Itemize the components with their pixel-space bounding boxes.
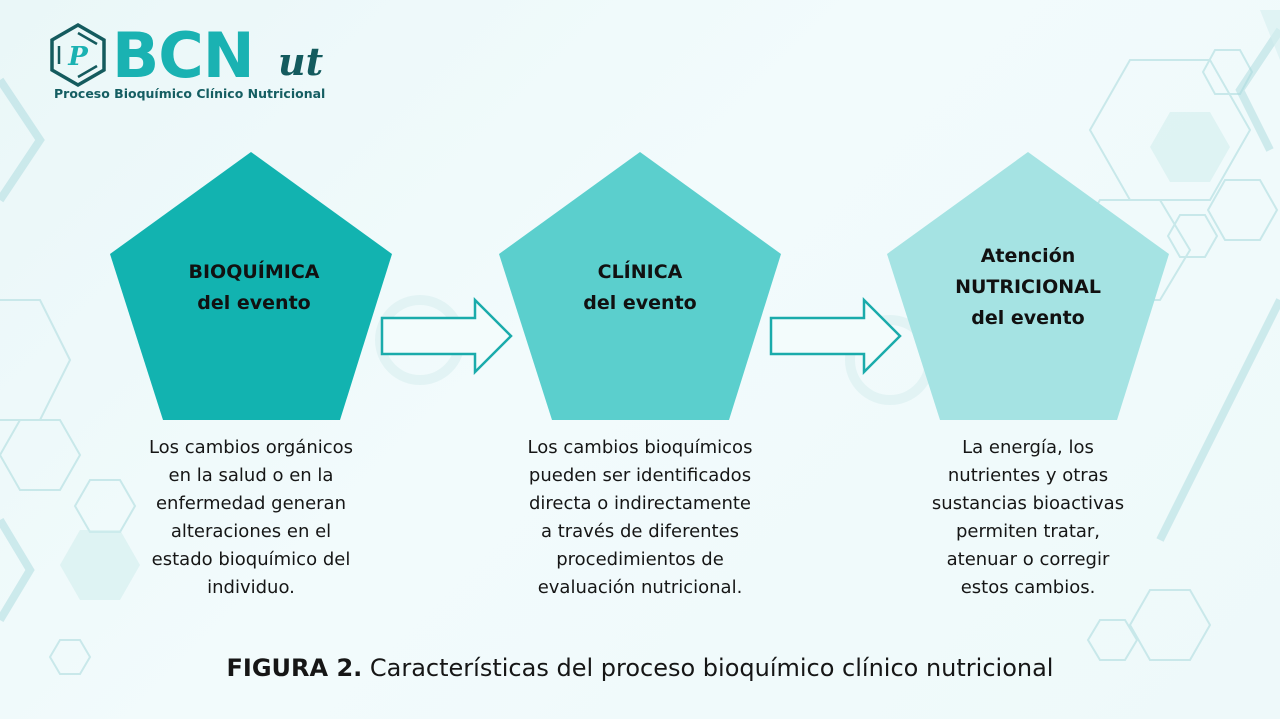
step-2-description: Los cambios bioquímicos pueden ser ident…	[490, 434, 790, 602]
pentagon-bioquimica	[110, 152, 392, 420]
title-line: del evento	[197, 292, 311, 314]
description-line: alteraciones en el	[170, 521, 332, 542]
step-3-title: Atención NUTRICIONAL del evento	[908, 241, 1148, 334]
title-line: NUTRICIONAL	[955, 276, 1101, 298]
figure-caption-text: Características del proceso bioquímico c…	[362, 654, 1054, 682]
description-line: estos cambios.	[960, 577, 1096, 598]
description-line: pueden ser identificados	[528, 465, 752, 486]
description-line: enfermedad generan	[155, 493, 346, 514]
brand-name: BCN	[112, 19, 255, 92]
description-line: procedimientos de	[556, 549, 724, 570]
description-line: en la salud o en la	[168, 465, 334, 486]
pentagon-atencion	[887, 152, 1169, 420]
title-line: BIOQUÍMICA	[188, 261, 320, 283]
brand-tagline: Proceso Bioquímico Clínico Nutricional	[54, 86, 326, 101]
description-line: La energía, los	[962, 437, 1094, 458]
step-3-description: La energía, los nutrientes y otras susta…	[878, 434, 1178, 602]
description-line: evaluación nutricional.	[537, 577, 743, 598]
description-line: nutrientes y otras	[947, 465, 1109, 486]
figure-caption: FIGURA 2. Características del proceso bi…	[0, 654, 1280, 682]
step-2-title: CLÍNICA del evento	[520, 257, 760, 319]
description-line: sustancias bioactivas	[931, 493, 1125, 514]
benzene-p-icon: P	[50, 22, 106, 88]
brand-suffix: ut	[278, 39, 324, 84]
arrow-right-icon	[380, 296, 513, 376]
title-line: del evento	[583, 292, 697, 314]
description-line: estado bioquímico del	[151, 549, 351, 570]
svg-text:P: P	[67, 42, 89, 72]
pentagon-clinica	[499, 152, 781, 420]
description-line: directa o indirectamente	[529, 493, 751, 514]
description-line: Los cambios orgánicos	[148, 437, 354, 458]
brand-logo: P BCN ut Proceso Bioquímico Clínico Nutr…	[48, 18, 338, 108]
figure-label: FIGURA 2.	[226, 654, 363, 682]
description-line: permiten tratar,	[955, 521, 1101, 542]
title-line: del evento	[971, 307, 1085, 329]
step-1-description: Los cambios orgánicos en la salud o en l…	[101, 434, 401, 602]
description-line: Los cambios bioquímicos	[527, 437, 753, 458]
description-line: atenuar o corregir	[946, 549, 1110, 570]
description-line: individuo.	[207, 577, 295, 598]
title-line: CLÍNICA	[597, 261, 683, 283]
arrow-right-icon	[769, 296, 902, 376]
title-line: Atención	[980, 245, 1076, 267]
description-line: a través de diferentes	[540, 521, 740, 542]
step-1-title: BIOQUÍMICA del evento	[134, 257, 374, 319]
